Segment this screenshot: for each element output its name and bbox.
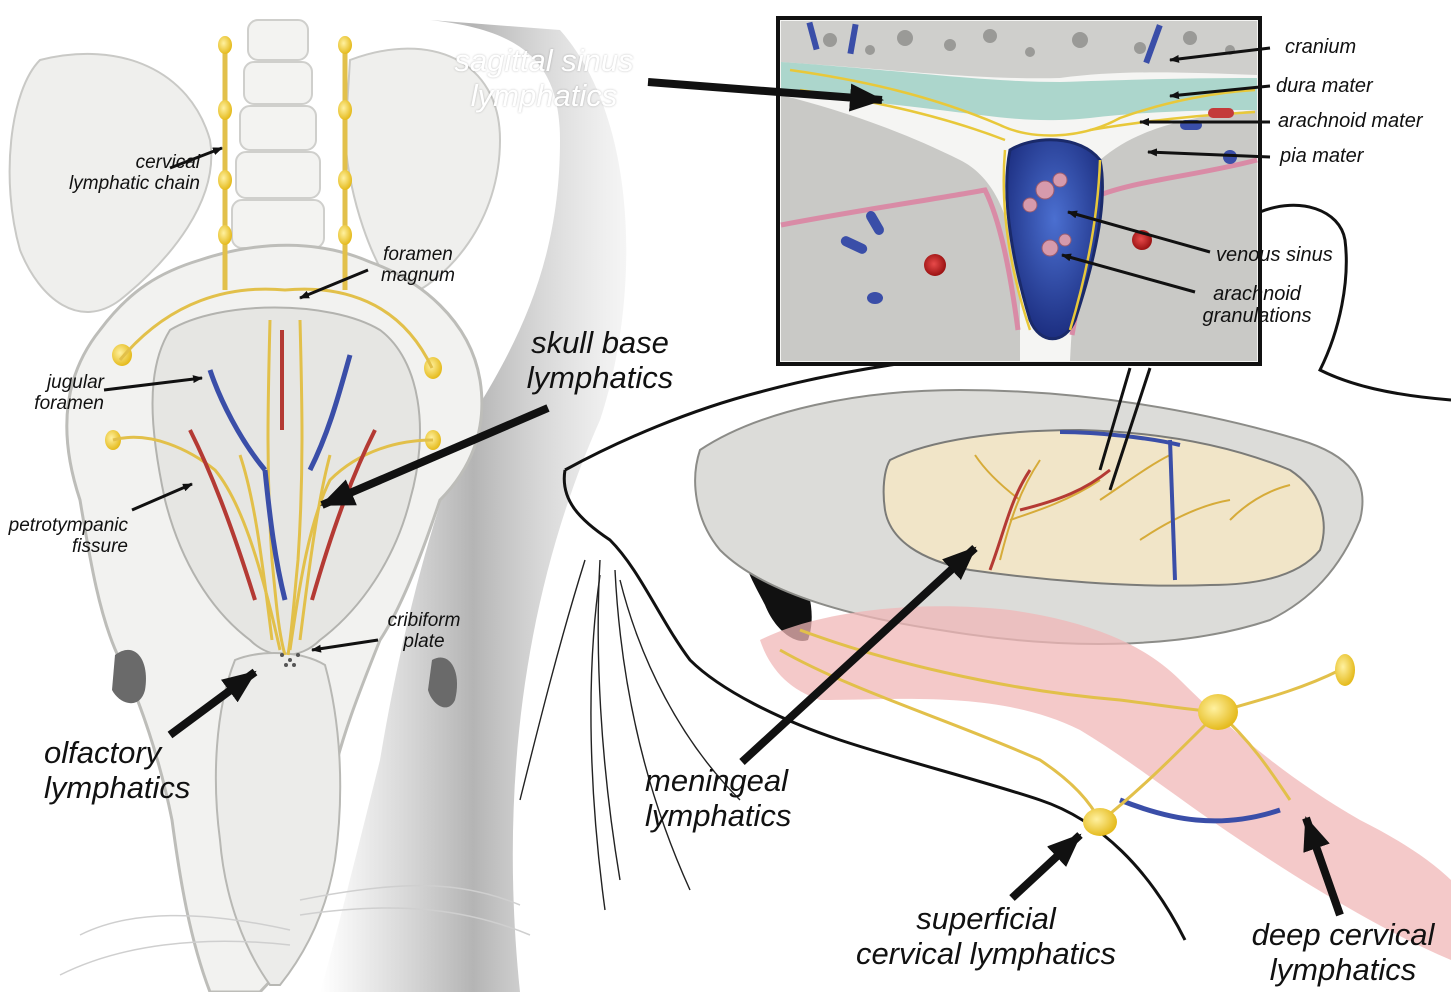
label-dura-mater: dura mater — [1276, 75, 1373, 97]
label-cervical-lymphatic-chain: cervical lymphatic chain — [30, 152, 200, 195]
label-cribiform-plate: cribiform plate — [376, 610, 472, 653]
bone-shadow — [112, 650, 146, 703]
label-venous-sinus: venous sinus — [1216, 244, 1333, 266]
label-superficial-cervical-lymphatics: superficial cervical lymphatics — [838, 902, 1134, 971]
lateral-whiskers — [520, 560, 740, 910]
label-skull-base-lymphatics: skull base lymphatics — [505, 326, 695, 395]
label-meningeal-lymphatics: meningeal lymphatics — [645, 764, 835, 833]
arrow-superficial — [1012, 835, 1080, 898]
label-olfactory-lymphatics: olfactory lymphatics — [44, 736, 244, 805]
spine — [232, 20, 324, 248]
label-sagittal-sinus-lymphatics: sagittal sinus lymphatics — [438, 44, 650, 113]
label-arachnoid-granulations: arachnoid granulations — [1190, 283, 1324, 328]
dural-sinus-inset — [778, 18, 1260, 364]
label-foramen-magnum: foramen magnum — [366, 244, 470, 287]
label-jugular-foramen: jugular foramen — [18, 372, 104, 415]
label-arachnoid-mater: arachnoid mater — [1278, 110, 1423, 132]
label-cranium: cranium — [1285, 36, 1356, 58]
label-petrotympanic-fissure: petrotympanic fissure — [8, 515, 128, 558]
label-pia-mater: pia mater — [1280, 145, 1363, 167]
label-deep-cervical-lymphatics: deep cervical lymphatics — [1236, 918, 1450, 987]
